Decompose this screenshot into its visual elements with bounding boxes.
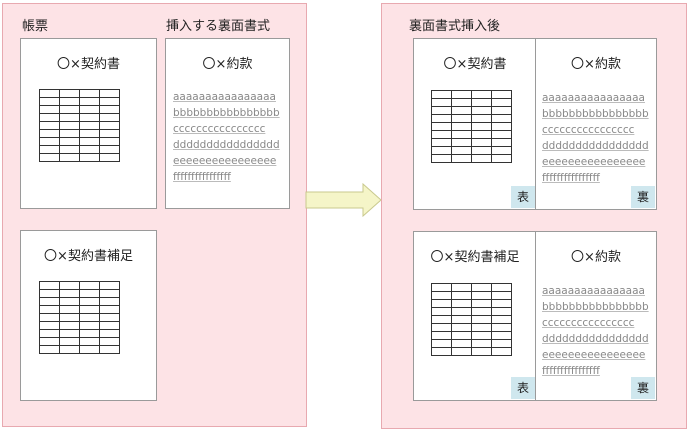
- result-contract-table-icon: [431, 90, 512, 163]
- terms-card-title: 〇×約款: [202, 57, 253, 72]
- sample-text-line: cccccccccccccccc: [173, 123, 266, 135]
- sample-text-line: eeeeeeeeeeeeeeee: [542, 156, 646, 168]
- result-supplement-card-title: 〇×契約書補足: [430, 250, 520, 265]
- result-terms-card-1: 〇×約款 aaaaaaaaaaaaaaaa bbbbbbbbbbbbbbbb ccc…: [535, 38, 657, 210]
- result-terms-text-block-2: aaaaaaaaaaaaaaaa bbbbbbbbbbbbbbbb cccccccc…: [542, 283, 650, 379]
- supplement-card-title: 〇×契約書補足: [44, 249, 133, 264]
- result-contract-card-title: 〇×契約書: [443, 57, 507, 72]
- contract-card-title: 〇×契約書: [57, 57, 120, 72]
- sample-text-line: bbbbbbbbbbbbbbbb: [173, 107, 280, 119]
- sample-text-line: cccccccccccccccc: [542, 317, 635, 329]
- source-panel-title: 帳票: [22, 19, 49, 34]
- insert-format-title: 挿入する裏面書式: [166, 19, 271, 34]
- sample-text-line: ffffffffffffffff: [542, 365, 600, 377]
- result-terms-card-2: 〇×約款 aaaaaaaaaaaaaaaa bbbbbbbbbbbbbbbb ccc…: [535, 231, 657, 401]
- terms-text-block: aaaaaaaaaaaaaaaa bbbbbbbbbbbbbbbb cccccccc…: [173, 89, 283, 185]
- sample-text-line: dddddddddddddddd: [542, 140, 649, 152]
- sample-text-line: aaaaaaaaaaaaaaaa: [542, 92, 645, 104]
- sample-text-line: cccccccccccccccc: [542, 124, 635, 136]
- sample-text-line: aaaaaaaaaaaaaaaa: [542, 285, 645, 297]
- sample-text-line: eeeeeeeeeeeeeeee: [173, 155, 277, 167]
- result-contract-card: 〇×契約書 表: [413, 38, 537, 210]
- front-badge: 表: [511, 186, 535, 208]
- sample-text-line: ffffffffffffffff: [542, 172, 600, 184]
- result-terms-text-block-1: aaaaaaaaaaaaaaaa bbbbbbbbbbbbbbbb cccccccc…: [542, 90, 650, 186]
- result-terms-card-1-title: 〇×約款: [571, 57, 621, 72]
- supplement-table-icon: [39, 281, 120, 354]
- result-supplement-table-icon: [431, 283, 512, 356]
- sample-text-line: dddddddddddddddd: [542, 333, 649, 345]
- supplement-card: 〇×契約書補足: [20, 230, 157, 401]
- sample-text-line: aaaaaaaaaaaaaaaa: [173, 91, 276, 103]
- sample-text-line: bbbbbbbbbbbbbbbb: [542, 108, 649, 120]
- sample-text-line: ffffffffffffffff: [173, 171, 231, 183]
- sample-text-line: dddddddddddddddd: [173, 139, 280, 151]
- terms-card: 〇×約款 aaaaaaaaaaaaaaaa bbbbbbbbbbbbbbbb ccc…: [165, 38, 290, 209]
- result-supplement-card: 〇×契約書補足 表: [413, 231, 537, 401]
- sample-text-line: eeeeeeeeeeeeeeee: [542, 349, 646, 361]
- back-badge: 裏: [631, 377, 655, 399]
- sample-text-line: bbbbbbbbbbbbbbbb: [542, 301, 649, 313]
- contract-card: 〇×契約書: [20, 38, 157, 209]
- contract-table-icon: [39, 89, 120, 162]
- result-terms-card-2-title: 〇×約款: [571, 250, 621, 265]
- back-badge: 裏: [631, 186, 655, 208]
- result-panel-title: 裏面書式挿入後: [409, 19, 501, 34]
- right-arrow-icon: [305, 182, 382, 218]
- front-badge: 表: [511, 377, 535, 399]
